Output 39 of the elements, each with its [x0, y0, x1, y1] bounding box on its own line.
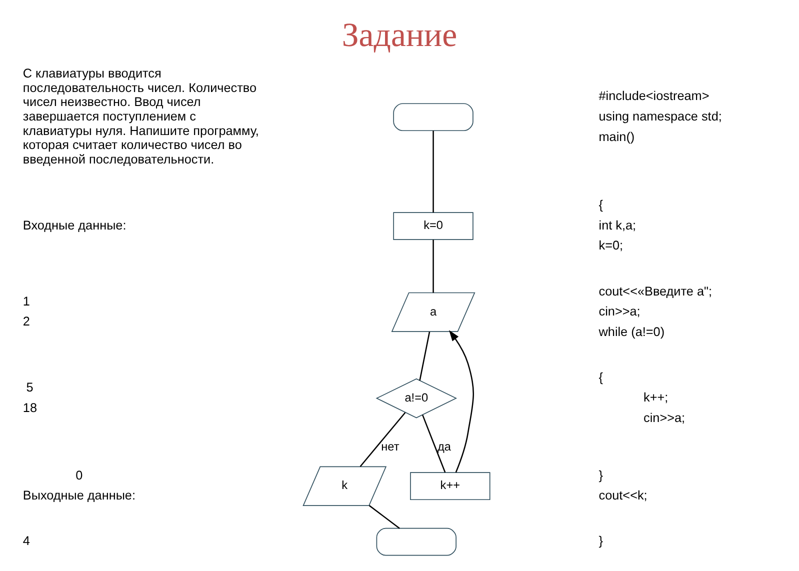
label: 4	[22, 534, 30, 548]
label: cin>>a;	[598, 304, 640, 318]
label: while (a!=0)	[598, 324, 665, 338]
node-box	[393, 102, 474, 131]
edge-label: да	[438, 438, 451, 453]
node-box: k=0	[393, 212, 474, 240]
label: 2	[22, 314, 30, 328]
label: }	[598, 534, 604, 548]
connector	[422, 414, 446, 472]
node-box	[376, 527, 456, 556]
label: k=0;	[598, 238, 624, 252]
connector	[432, 239, 434, 292]
node-box: k++	[410, 472, 490, 500]
label: cout<<k;	[598, 488, 648, 502]
connector	[360, 412, 406, 466]
diagram-title: Задание	[342, 16, 458, 54]
label: main()	[598, 129, 635, 144]
connector	[419, 331, 430, 380]
label: k++;	[644, 390, 668, 404]
arrow	[448, 330, 474, 472]
label: #include<iostream>	[598, 88, 710, 103]
label: int k,a;	[598, 218, 636, 232]
label: }	[598, 468, 604, 482]
label: {	[598, 370, 604, 384]
label: Выходные данные:	[22, 488, 136, 502]
label: С клавиатуры вводится последовательность чисел. Количество чисел неизвестно. Ввод чисел завершается поступлением с клавиатуры нуля. Напишите программу, которая считает количество чисел во введенной последовательности.	[22, 66, 259, 166]
connector	[368, 504, 400, 528]
label: 0	[76, 468, 83, 482]
edge-label: нет	[381, 438, 400, 453]
label: 5	[26, 380, 34, 394]
label: 18	[22, 400, 37, 414]
label: {	[598, 198, 604, 212]
label: Входные данные:	[22, 218, 126, 232]
label: cout<<«Введите a";	[598, 284, 712, 298]
label: 1	[22, 294, 30, 308]
connector	[432, 130, 434, 212]
node-diamond: a!=0	[376, 378, 458, 418]
label: using namespace std;	[598, 109, 722, 123]
label: cin>>a;	[644, 410, 686, 424]
